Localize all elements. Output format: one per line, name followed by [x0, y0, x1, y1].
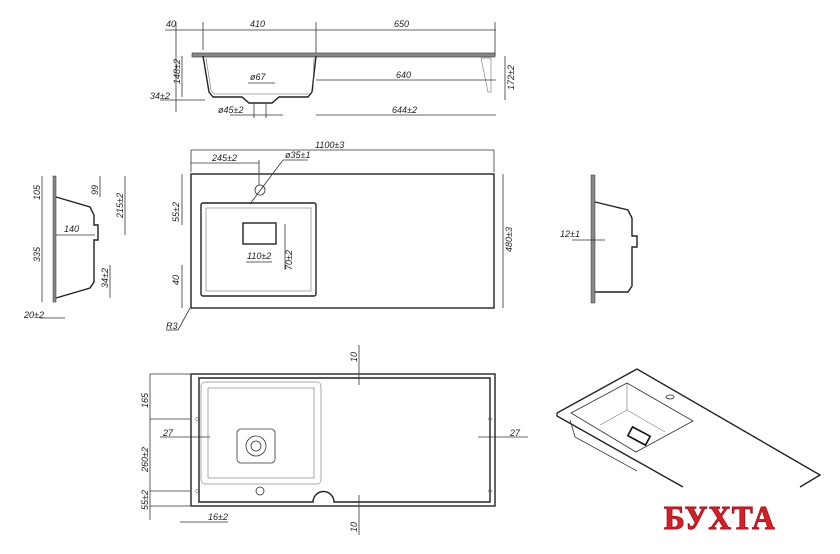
bukhta-logo: БУХТА — [664, 500, 776, 538]
dim-side-640: 640 — [396, 70, 411, 80]
dim-top-40: 40 — [171, 275, 181, 285]
dim-right-12: 12±1 — [560, 229, 580, 239]
isometric-view — [556, 368, 822, 488]
dim-end-140: 140 — [64, 224, 79, 234]
dim-top-1100: 1100±3 — [315, 140, 344, 150]
dim-top-r3: R3 — [166, 321, 178, 331]
dim-top-245: 245±2 — [211, 153, 237, 163]
dim-bottom-27-left: 27 — [162, 428, 174, 438]
dim-side-d67: ø67 — [250, 72, 267, 82]
dim-end-105: 105 — [32, 184, 42, 200]
dim-bottom-16: 16±2 — [208, 512, 228, 522]
bottom-view: 165 27 260±2 27 55±2 16±2 10 10 — [140, 345, 528, 535]
dim-end-215: 215±2 — [115, 193, 125, 219]
dim-side-410: 410 — [250, 19, 265, 29]
dim-bottom-165: 165 — [140, 392, 150, 408]
dim-side-172: 172±2 — [506, 65, 516, 90]
dim-top-480: 480±3 — [504, 227, 514, 252]
dim-top-110: 110±2 — [247, 251, 271, 261]
dim-bottom-10-top: 10 — [349, 352, 359, 362]
dim-bottom-260: 260±2 — [140, 447, 150, 473]
dim-side-650: 650 — [394, 19, 409, 29]
dim-side-644: 644±2 — [392, 105, 417, 115]
dim-side-34: 34±2 — [150, 91, 170, 101]
dim-end-99: 99 — [90, 185, 100, 195]
dim-bottom-27-right: 27 — [509, 428, 521, 438]
dim-side-d45: ø45±2 — [218, 105, 243, 115]
dim-side-40: 40 — [166, 19, 176, 29]
dim-top-55: 55±2 — [171, 202, 181, 222]
right-section: 12±1 — [560, 174, 638, 304]
side-view: 40 410 650 640 644±2 ø67 ø45±2 148±2 34±… — [150, 19, 516, 118]
dim-bottom-10-bottom: 10 — [349, 522, 359, 532]
dim-side-148: 148±2 — [172, 59, 182, 84]
dim-end-335: 335 — [32, 246, 42, 262]
dim-end-34: 34±2 — [100, 268, 110, 288]
top-view: 1100±3 245±2 ø35±1 55±2 40 R3 110±2 70±2… — [166, 140, 514, 331]
end-section: 105 99 215±2 140 335 34±2 20±2 — [23, 175, 126, 320]
dim-top-70: 70±2 — [284, 250, 294, 270]
dim-top-d35: ø35±1 — [285, 150, 310, 160]
dim-bottom-55: 55±2 — [140, 490, 150, 510]
dim-end-20: 20±2 — [23, 310, 44, 320]
